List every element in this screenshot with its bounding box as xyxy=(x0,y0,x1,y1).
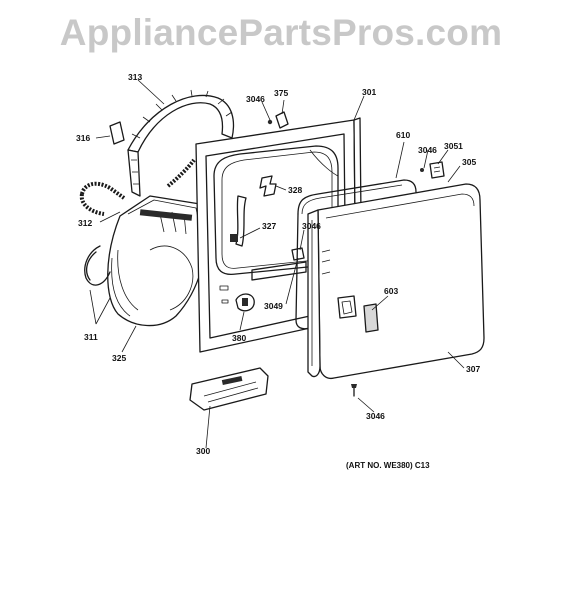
label-part-610: 610 xyxy=(396,130,411,140)
watermark: AppliancePartsPros.com xyxy=(59,12,503,53)
label-part-3046-mid: 3046 xyxy=(302,221,321,231)
art-number: (ART NO. WE380) C13 xyxy=(346,461,430,470)
label-part-3049: 3049 xyxy=(264,301,283,311)
label-part-3046-right: 3046 xyxy=(418,145,437,155)
part-380-door-switch xyxy=(235,293,255,312)
label-part-316: 316 xyxy=(76,133,91,143)
label-part-301: 301 xyxy=(362,87,377,97)
label-part-3051: 3051 xyxy=(444,141,463,151)
part-316-pad xyxy=(109,121,125,145)
part-3046-screw xyxy=(351,384,357,397)
label-part-380: 380 xyxy=(232,333,247,343)
label-part-325: 325 xyxy=(112,353,127,363)
label-part-311: 311 xyxy=(84,332,98,342)
label-part-312: 312 xyxy=(78,218,93,228)
part-313-drum-ring xyxy=(127,89,235,197)
label-part-327: 327 xyxy=(262,221,277,231)
leader-lines xyxy=(89,79,465,449)
part-328-strike xyxy=(259,175,277,197)
label-part-603: 603 xyxy=(384,286,399,296)
label-part-313: 313 xyxy=(128,72,143,82)
part-307-door xyxy=(307,183,485,380)
label-part-305: 305 xyxy=(462,157,477,167)
label-part-3046-bottom: 3046 xyxy=(366,411,385,421)
part-311-gaskets xyxy=(84,245,111,286)
part-300-toe-plate xyxy=(189,367,269,411)
part-3051-hinge xyxy=(420,161,445,179)
label-part-328: 328 xyxy=(288,185,303,195)
label-part-300: 300 xyxy=(196,446,211,456)
part-325-front-bulkhead xyxy=(107,195,207,327)
label-part-375: 375 xyxy=(274,88,289,98)
part-312-felt-seal xyxy=(79,158,196,216)
label-part-307: 307 xyxy=(466,364,481,374)
label-part-3046-top: 3046 xyxy=(246,94,265,104)
part-375-clip xyxy=(267,111,289,129)
